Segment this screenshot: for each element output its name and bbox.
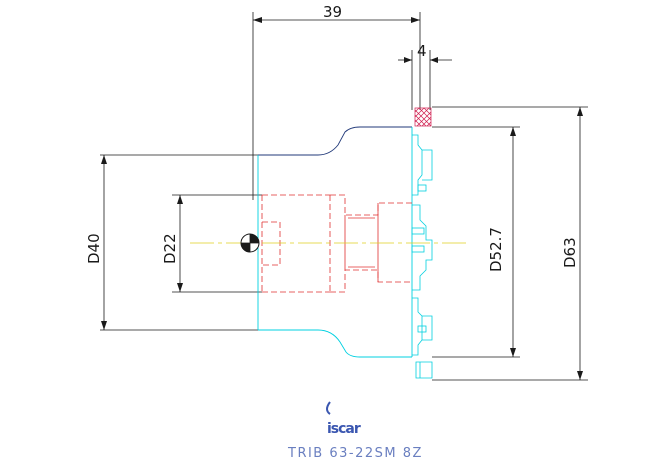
dimension-lines (100, 12, 588, 381)
dim-d52-7-label: D52.7 (487, 227, 505, 272)
tool-caption: TRIB 63-22SM 8Z (287, 446, 423, 460)
tool-body-outline (257, 126, 413, 358)
logo-wordmark: iscar (327, 421, 361, 437)
iscar-logo: iscar (326, 401, 362, 437)
dim-d40-label: D40 (85, 233, 103, 264)
dimension-arrows (101, 17, 583, 380)
cutter-teeth (411, 134, 433, 379)
insert-hatch (414, 107, 432, 127)
center-point-marker (240, 233, 260, 253)
dim-4-label: 4 (417, 42, 427, 60)
logo-swoosh-icon (326, 401, 331, 415)
hidden-bore (261, 194, 412, 293)
dim-d22-label: D22 (161, 233, 179, 264)
bore-solid-lines (344, 203, 379, 282)
dim-d63-label: D63 (561, 237, 579, 268)
dim-39-label: 39 (323, 3, 342, 21)
